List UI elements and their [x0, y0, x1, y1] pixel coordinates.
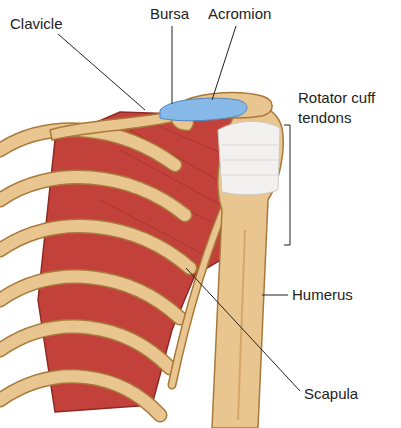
part-label: Acromion — [208, 4, 271, 24]
part-label: Clavicle — [10, 14, 63, 34]
humerus-bone — [212, 106, 283, 428]
part-label: Bursa — [150, 4, 189, 24]
bracket — [284, 125, 290, 245]
part-label: Humerus — [292, 285, 353, 305]
part-label: Scapula — [304, 384, 358, 404]
tendon — [218, 121, 280, 194]
bursa-sac — [160, 98, 247, 121]
tendon-fibres — [222, 145, 278, 175]
leader-lines — [58, 26, 300, 391]
ribs — [0, 130, 190, 415]
part-label: Rotator cuff tendons — [298, 88, 394, 128]
